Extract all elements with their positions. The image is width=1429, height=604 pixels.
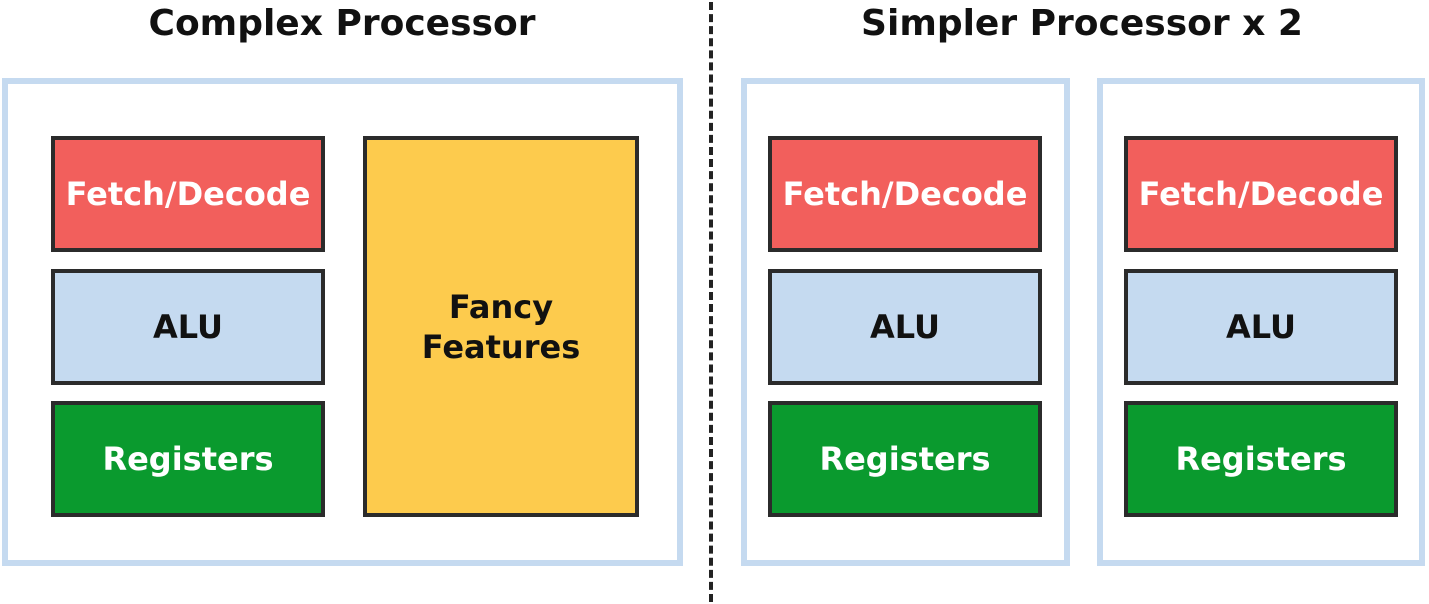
fancy-features-block: Fancy Features — [363, 136, 639, 517]
registers-label: Registers — [102, 440, 274, 478]
fetch-decode-label: Fetch/Decode — [1138, 175, 1384, 213]
alu-block: ALU — [1124, 269, 1398, 385]
fetch-decode-block: Fetch/Decode — [768, 136, 1042, 252]
fancy-features-label: Fancy Features — [422, 287, 580, 367]
simpler-processor-1: Fetch/Decode ALU Registers — [741, 78, 1070, 566]
registers-block: Registers — [768, 401, 1042, 517]
dashed-divider — [709, 2, 713, 602]
simpler-processor-2: Fetch/Decode ALU Registers — [1097, 78, 1425, 566]
registers-label: Registers — [819, 440, 991, 478]
alu-block: ALU — [768, 269, 1042, 385]
registers-block: Registers — [51, 401, 325, 517]
registers-label: Registers — [1175, 440, 1347, 478]
fetch-decode-label: Fetch/Decode — [65, 175, 311, 213]
complex-processor-title: Complex Processor — [148, 3, 536, 44]
simpler-processor-title: Simpler Processor x 2 — [861, 3, 1303, 44]
fetch-decode-label: Fetch/Decode — [782, 175, 1028, 213]
alu-label: ALU — [153, 308, 223, 346]
alu-label: ALU — [1226, 308, 1296, 346]
fetch-decode-block: Fetch/Decode — [1124, 136, 1398, 252]
complex-processor: Fetch/Decode ALU Registers Fancy Feature… — [2, 78, 683, 566]
fancy-features-line-2: Features — [421, 327, 581, 366]
fetch-decode-block: Fetch/Decode — [51, 136, 325, 252]
alu-block: ALU — [51, 269, 325, 385]
alu-label: ALU — [870, 308, 940, 346]
fancy-features-line-1: Fancy — [448, 287, 554, 326]
registers-block: Registers — [1124, 401, 1398, 517]
